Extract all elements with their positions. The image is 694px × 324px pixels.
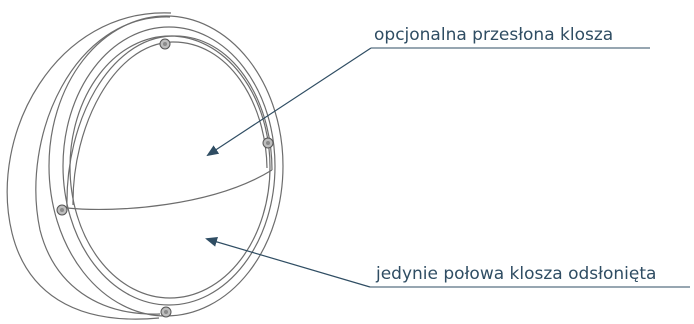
housing-back-edge <box>35 16 171 315</box>
shade-cover-upper <box>66 35 273 209</box>
lamp-housing <box>6 12 284 320</box>
callout-bottom: jedynie połowa klosza odsłonięta <box>205 237 690 288</box>
housing-outer-rim <box>6 12 172 320</box>
shade-cutoff-line <box>66 169 273 211</box>
screw-left <box>56 204 68 216</box>
lens-outline <box>69 35 271 299</box>
screw-top <box>159 38 171 50</box>
callout-top-leader <box>206 47 372 157</box>
mounting-screws <box>56 38 274 318</box>
callout-bottom-leader <box>205 237 371 288</box>
front-bezel-outer <box>48 15 284 317</box>
callout-top: opcjonalna przesłona klosza <box>206 25 650 157</box>
screw-right <box>262 137 274 149</box>
callout-top-label: opcjonalna przesłona klosza <box>374 25 613 45</box>
shade-cover-inner-edge <box>72 41 268 206</box>
lens-shade <box>66 35 273 211</box>
screw-bottom <box>160 306 172 318</box>
front-bezel-inner <box>62 26 276 306</box>
callout-bottom-label: jedynie połowa klosza odsłonięta <box>375 264 656 284</box>
